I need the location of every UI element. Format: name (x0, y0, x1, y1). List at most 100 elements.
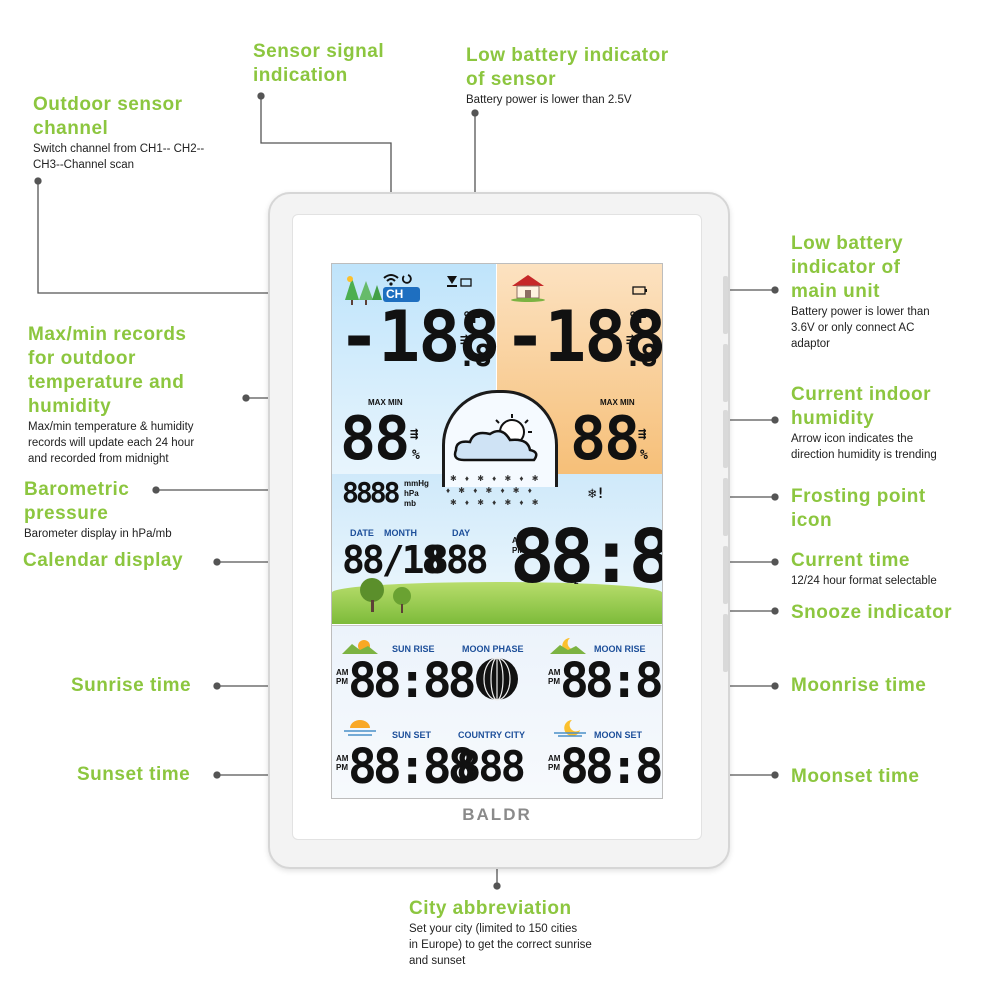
moonset-label: MOON SET (594, 730, 643, 740)
callout-desc: adaptor (791, 338, 831, 350)
date-label: DATE (350, 528, 374, 538)
callout-desc: Max/min temperature & humidity (28, 421, 194, 433)
indoor-humidity-percent: % (640, 448, 648, 463)
outdoor-trend-arrows: ⇶ (460, 332, 469, 348)
callout-barometric: Barometric pressure Barometer display in… (24, 478, 172, 542)
callout-title: Outdoor sensor (33, 94, 183, 115)
callout-title: indicator of (791, 257, 901, 278)
moonset-am: AM (548, 754, 561, 763)
indoor-humidity: 88 (570, 404, 640, 474)
callout-title: for outdoor (28, 348, 136, 369)
sensor-battery-icon (447, 276, 472, 287)
city-abbreviation: 888 (456, 742, 526, 791)
clock-pm: PM (512, 546, 524, 555)
signal-icon (383, 274, 412, 286)
channel-indicator: CH (383, 287, 420, 302)
sunrise-am: AM (336, 668, 349, 677)
callout-desc: 3.6V or only connect AC (791, 322, 915, 334)
snooze-icon: zᶻ (574, 576, 582, 586)
callout-max-min: Max/min records for outdoor temperature … (28, 323, 194, 467)
callout-desc: Battery power is lower than 2.5V (466, 94, 632, 106)
outdoor-temperature: -188 (338, 296, 501, 378)
sunrise-label: SUN RISE (392, 644, 435, 654)
callout-desc: Switch channel from CH1-- CH2-- (33, 143, 205, 155)
callout-title: Barometric (24, 479, 130, 500)
month-label: MONTH (384, 528, 417, 538)
indoor-temperature: -188 (504, 296, 663, 378)
main-battery-icon (632, 286, 647, 295)
sunset-label: SUN SET (392, 730, 432, 740)
moonset-pm: PM (548, 763, 560, 772)
calendar-date: 88/18 (342, 538, 444, 582)
moonrise-icon (550, 638, 586, 654)
barometric-pressure: 8888 (342, 476, 400, 509)
callout-title: Calendar display (23, 550, 184, 571)
trees-icon (345, 276, 382, 305)
current-time: 88:88 (510, 514, 662, 600)
sunset-time: 88:88 (348, 739, 476, 795)
callout-title: icon (791, 510, 833, 531)
callout-desc: Set your city (limited to 150 cities (409, 923, 578, 935)
callout-title: Max/min records (28, 324, 187, 345)
clock-am: AM (512, 536, 525, 545)
day-label: DAY (452, 528, 471, 538)
moonrise-am: AM (548, 668, 561, 677)
side-button[interactable] (723, 478, 728, 536)
callout-title: Sunset time (77, 764, 191, 785)
outdoor-humidity-percent: % (412, 448, 420, 463)
callout-title: Moonset time (791, 766, 920, 787)
callout-moonset: Moonset time (791, 765, 919, 789)
callout-moonrise: Moonrise time (791, 674, 926, 698)
callout-title: temperature and (28, 372, 185, 393)
callout-sunrise: Sunrise time (71, 674, 191, 698)
sunrise-time: 88:88 (348, 653, 476, 709)
unit-mmhg: mmHg (404, 479, 429, 488)
callout-title: of sensor (466, 69, 557, 90)
brand-logo: BALDR (462, 805, 532, 824)
side-button[interactable] (723, 614, 728, 672)
callout-title: channel (33, 118, 109, 139)
indoor-temp-unit: °F (628, 308, 648, 327)
outdoor-temperature-decimal: .8 (458, 339, 492, 374)
callout-title: main unit (791, 281, 880, 302)
callout-low-battery-sensor: Low battery indicator of sensor Battery … (466, 44, 669, 108)
rain-snow-icons: ✱ ♦ ✱ ♦ ✱ ♦ ✱ (450, 498, 542, 507)
callout-snooze: Snooze indicator (791, 601, 952, 625)
side-button[interactable] (723, 276, 728, 334)
callout-title: Sensor signal (253, 41, 385, 62)
lcd-screen: CH -188 .8 °F ⇶ -188 .8 °F ⇶ MAX MIN 88 … (331, 263, 663, 799)
outdoor-max-min-label: MAX MIN (368, 398, 403, 407)
sunset-am: AM (336, 754, 349, 763)
indoor-humidity-arrows: ⇶ (638, 426, 647, 442)
callout-title: Low battery (791, 233, 904, 254)
callout-low-battery-main: Low battery indicator of main unit Batte… (791, 232, 930, 352)
callout-title: City abbreviation (409, 898, 572, 919)
unit-hpa: hPa (404, 489, 419, 498)
callout-title: humidity (791, 408, 875, 429)
lower-panel (332, 625, 662, 798)
callout-calendar: Calendar display (23, 549, 183, 573)
callout-frosting: Frosting point icon (791, 485, 926, 533)
side-button[interactable] (723, 344, 728, 402)
moonrise-label: MOON RISE (594, 644, 646, 654)
sunset-icon (344, 720, 376, 736)
callout-title: humidity (28, 396, 112, 417)
sunrise-pm: PM (336, 677, 348, 686)
callout-sensor-signal: Sensor signal indication (253, 40, 384, 88)
outdoor-temp-unit: °F (462, 308, 482, 327)
callout-title: Sunrise time (71, 675, 192, 696)
house-icon (511, 275, 545, 302)
callout-current-time: Current time 12/24 hour format selectabl… (791, 549, 937, 589)
side-button[interactable] (723, 546, 728, 604)
moonset-icon (554, 720, 586, 737)
callout-desc: Barometer display in hPa/mb (24, 528, 172, 540)
indoor-trend-arrows: ⇶ (626, 332, 635, 348)
callout-outdoor-channel: Outdoor sensor channel Switch channel fr… (33, 93, 204, 173)
country-city-label: COUNTRY CITY (458, 730, 526, 740)
moonset-time: 88:88 (560, 739, 662, 795)
weather-forecast-icon (453, 414, 538, 462)
side-button[interactable] (723, 410, 728, 468)
calendar-day: 888 (426, 538, 489, 582)
callout-title: indication (253, 65, 348, 86)
outdoor-humidity: 88 (340, 404, 410, 474)
